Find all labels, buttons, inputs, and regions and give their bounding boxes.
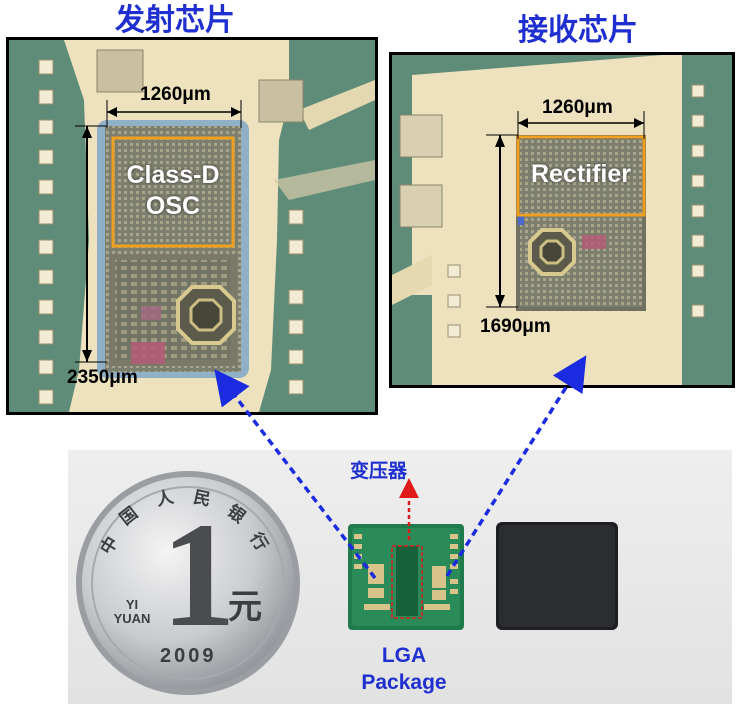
coin-yuan-line1: YI <box>125 597 139 612</box>
tx-chip-height-label: 2350μm <box>67 367 138 388</box>
coin-image <box>76 471 300 695</box>
tx-arrow <box>214 369 377 580</box>
rx-arrow <box>445 355 587 577</box>
tx-chip-drawing <box>9 40 375 412</box>
coin-yuan-line2: YUAN <box>113 611 151 627</box>
lga-package-label: LGA Package <box>344 642 464 697</box>
transformer-label: 变压器 <box>350 460 408 482</box>
coin-yuan-char: 元 <box>228 588 262 626</box>
tx-chip-width-label: 1260μm <box>140 84 211 105</box>
rx-chip-photo: 1260μm 1690μm Rectifier <box>389 52 735 388</box>
lga-package <box>348 524 464 630</box>
rx-chip-title: 接收芯片 <box>518 13 638 48</box>
rx-chip-height-label: 1690μm <box>480 316 551 337</box>
coin-yuan-label: YI YUAN <box>108 597 156 627</box>
encapsulated-chip <box>496 522 618 630</box>
rx-block-label: Rectifier <box>530 160 632 188</box>
tx-block-label: Class-D OSC <box>113 160 233 223</box>
coin-year: 2009 <box>160 645 217 667</box>
lga-package-line2: Package <box>361 671 447 695</box>
rx-chip-width-label: 1260μm <box>542 97 613 118</box>
coin-denomination: 1 <box>161 492 236 658</box>
tx-block-line2: OSC <box>145 192 201 221</box>
tx-chip-title: 发射芯片 <box>115 3 235 38</box>
tx-block-line1: Class-D <box>126 161 220 189</box>
rx-chip-drawing <box>392 55 732 385</box>
lga-package-line1: LGA <box>381 644 427 667</box>
tx-chip-photo: 1260μm 2350μm Class-D OSC <box>6 37 378 415</box>
